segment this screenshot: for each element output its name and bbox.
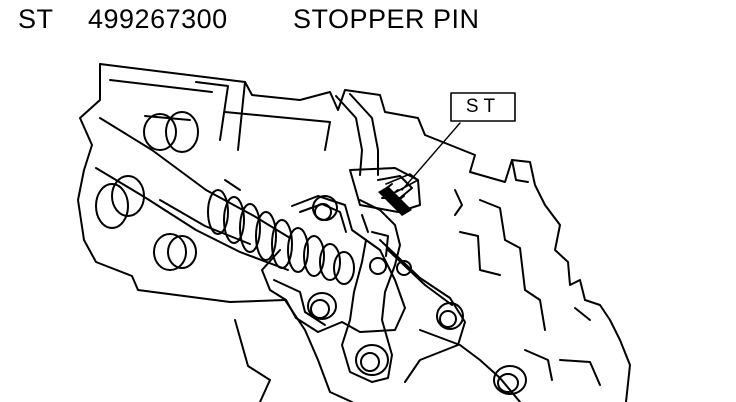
select-lever <box>341 199 401 383</box>
callout-label: ST <box>465 96 501 117</box>
callout-leader-line <box>401 122 461 191</box>
part-name: STOPPER PIN <box>293 4 480 34</box>
housing-outline <box>77 63 631 402</box>
cable-harness <box>335 93 421 233</box>
corrugated-boot <box>207 189 355 285</box>
callout-box <box>450 92 516 122</box>
part-number: 499267300 <box>88 4 228 34</box>
hose-bundle <box>95 111 291 271</box>
bolts <box>307 195 527 395</box>
tool-code: ST <box>18 4 54 34</box>
bracket-plates <box>261 195 466 383</box>
